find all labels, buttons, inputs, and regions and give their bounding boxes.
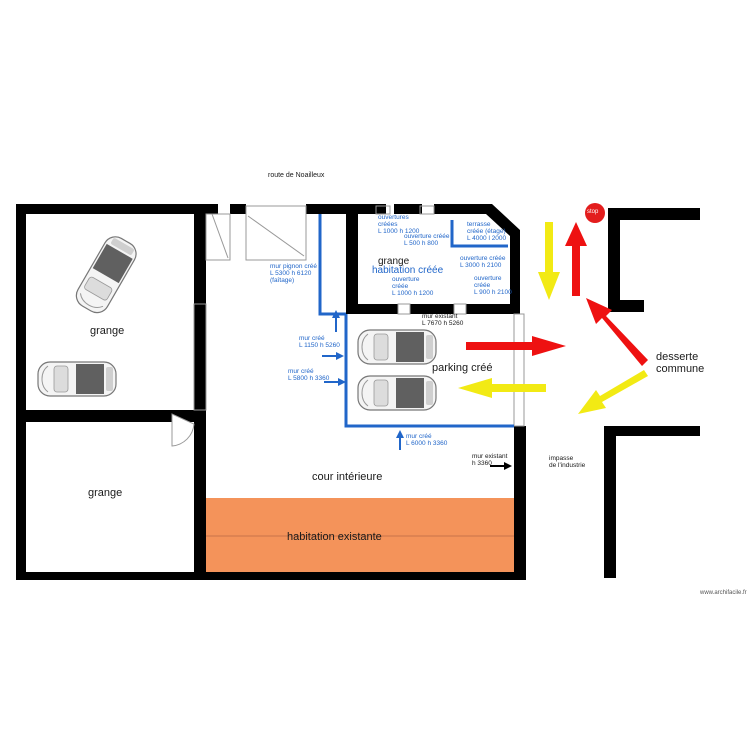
annotation-ouverture-creee-3: ouverture créée L 1000 h 1200 [392,276,434,297]
room-habitation-existante: habitation existante [287,531,382,543]
yellow-arrow-icon [578,370,648,414]
annotation-mur-existant-1: mur existant L 7670 h 5260 [422,313,464,327]
yellow-arrow-icon [458,378,546,398]
red-arrow-icon [565,222,587,296]
existing-wall-arrow [490,462,512,470]
area-desserte: desserte commune [656,351,705,375]
interior-details [171,205,525,447]
room-habitation-creee: habitation créée [372,265,444,276]
car-icon [357,329,437,365]
annotation-mur-cree-3: mur créé L 6000 h 3360 [406,433,448,447]
room-grange-top: grange [90,325,125,337]
area-impasse: impasse de l'industrie [549,455,586,469]
annotation-ouvertures-creees: ouvertures créées L 1000 h 1200 [378,214,420,235]
annotation-mur-existant-2: mur existant h 3360 [472,453,508,467]
stop-sign-label: stop [587,209,599,215]
habitation-existante-area [206,498,514,572]
car-icon [357,375,437,411]
annotation-ouverture-creee-1: ouverture créée L 500 h 800 [404,233,450,247]
room-cour: cour intérieure [312,471,383,483]
room-grange-upper: grange [378,256,410,267]
red-arrow-icon [466,336,566,356]
road-label: route de Noailleux [268,172,325,179]
traffic-arrows [458,222,648,414]
annotation-terrasse: terrasse créée (étage) L 4000 l 2000 [467,221,507,242]
existing-walls [16,204,700,580]
annotation-arrows [322,310,404,450]
room-grange-bottom: grange [88,487,123,499]
red-arrow-icon [586,298,648,366]
annotation-mur-cree-1: mur créé L 1150 h 5260 [299,335,340,349]
room-parking: parking créé [432,362,493,374]
annotation-ouverture-creee-2: ouverture créée L 3000 h 2100 [460,255,506,269]
car-icon [37,361,117,397]
watermark: www.archifacile.fr [700,590,747,596]
annotation-mur-cree-2: mur créé L 5800 h 3360 [288,368,330,382]
yellow-arrow-icon [538,222,560,300]
stop-sign-icon [585,203,605,223]
annotation-ouverture-creee-4: ouverture créée L 900 h 2100 [474,275,512,296]
car-icon [71,231,142,318]
annotation-mur-pignon: mur pignon créé L 5300 h 6120 (faîtage) [270,263,317,284]
